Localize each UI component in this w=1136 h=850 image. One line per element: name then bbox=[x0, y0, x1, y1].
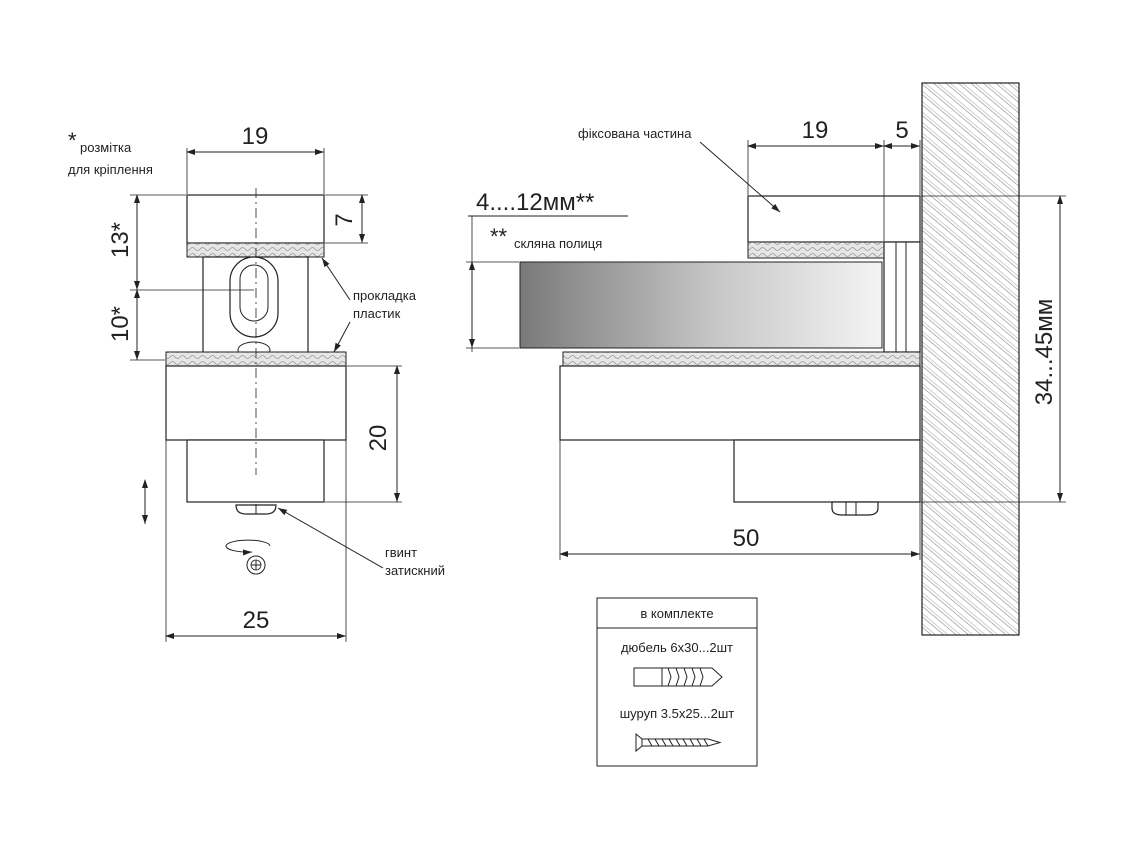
label-screw: гвинт bbox=[385, 545, 417, 560]
side-bottom-gasket bbox=[562, 351, 921, 367]
label-gasket: прокладка bbox=[353, 288, 417, 303]
dim-top-width: 19 bbox=[242, 123, 269, 150]
side-lower-body bbox=[559, 365, 921, 441]
kit-item-screw: шуруп 3.5х25...2шт bbox=[620, 706, 735, 721]
dim-total-height: 34...45мм bbox=[1031, 299, 1058, 405]
dim-bottom-width: 25 bbox=[243, 607, 270, 634]
note-mounting: розмітка bbox=[80, 140, 132, 155]
dim-upper-height: 13* bbox=[107, 222, 134, 258]
dim-gap: 5 bbox=[895, 117, 908, 144]
front-view: 19 * розмітка для кріплення 13* 10* 7 20… bbox=[68, 123, 445, 642]
note-mounting-2: для кріплення bbox=[68, 162, 153, 177]
side-screw-head bbox=[831, 501, 879, 516]
rotate-icon bbox=[225, 539, 271, 575]
top-cap bbox=[186, 194, 325, 244]
dim-fixed-width: 19 bbox=[802, 117, 829, 144]
note-glass: скляна полиця bbox=[514, 236, 602, 251]
dim-slot: 10* bbox=[107, 306, 134, 342]
label-screw-2: затискний bbox=[385, 563, 445, 578]
kit-title: в комплекте bbox=[640, 606, 713, 621]
fixed-part bbox=[747, 195, 921, 243]
slot-inner bbox=[239, 264, 269, 322]
side-view: фіксована частина 19 5 4....12мм** ** ск… bbox=[466, 82, 1066, 636]
note-glass-star: ** bbox=[490, 224, 508, 249]
top-gasket bbox=[186, 242, 325, 258]
wood-screw-icon bbox=[635, 732, 722, 753]
label-fixed: фіксована частина bbox=[578, 126, 692, 141]
dim-cap-height: 7 bbox=[331, 213, 358, 226]
note-star: * bbox=[68, 128, 77, 153]
dim-depth: 50 bbox=[733, 525, 760, 552]
clamp-block bbox=[186, 439, 325, 503]
dim-body-height: 20 bbox=[365, 425, 392, 452]
side-clamp-block bbox=[733, 439, 921, 503]
glass-shelf bbox=[519, 261, 883, 349]
kit-box: в комплекте дюбель 6х30...2шт шуруп 3.5х… bbox=[596, 597, 758, 767]
kit-item-dowel: дюбель 6х30...2шт bbox=[621, 640, 733, 655]
side-post bbox=[883, 241, 921, 353]
label-gasket-2: пластик bbox=[353, 306, 401, 321]
wall bbox=[921, 82, 1020, 636]
dowel-icon bbox=[633, 667, 723, 687]
side-top-gasket bbox=[747, 241, 885, 259]
dim-glass-range: 4....12мм** bbox=[476, 189, 594, 216]
